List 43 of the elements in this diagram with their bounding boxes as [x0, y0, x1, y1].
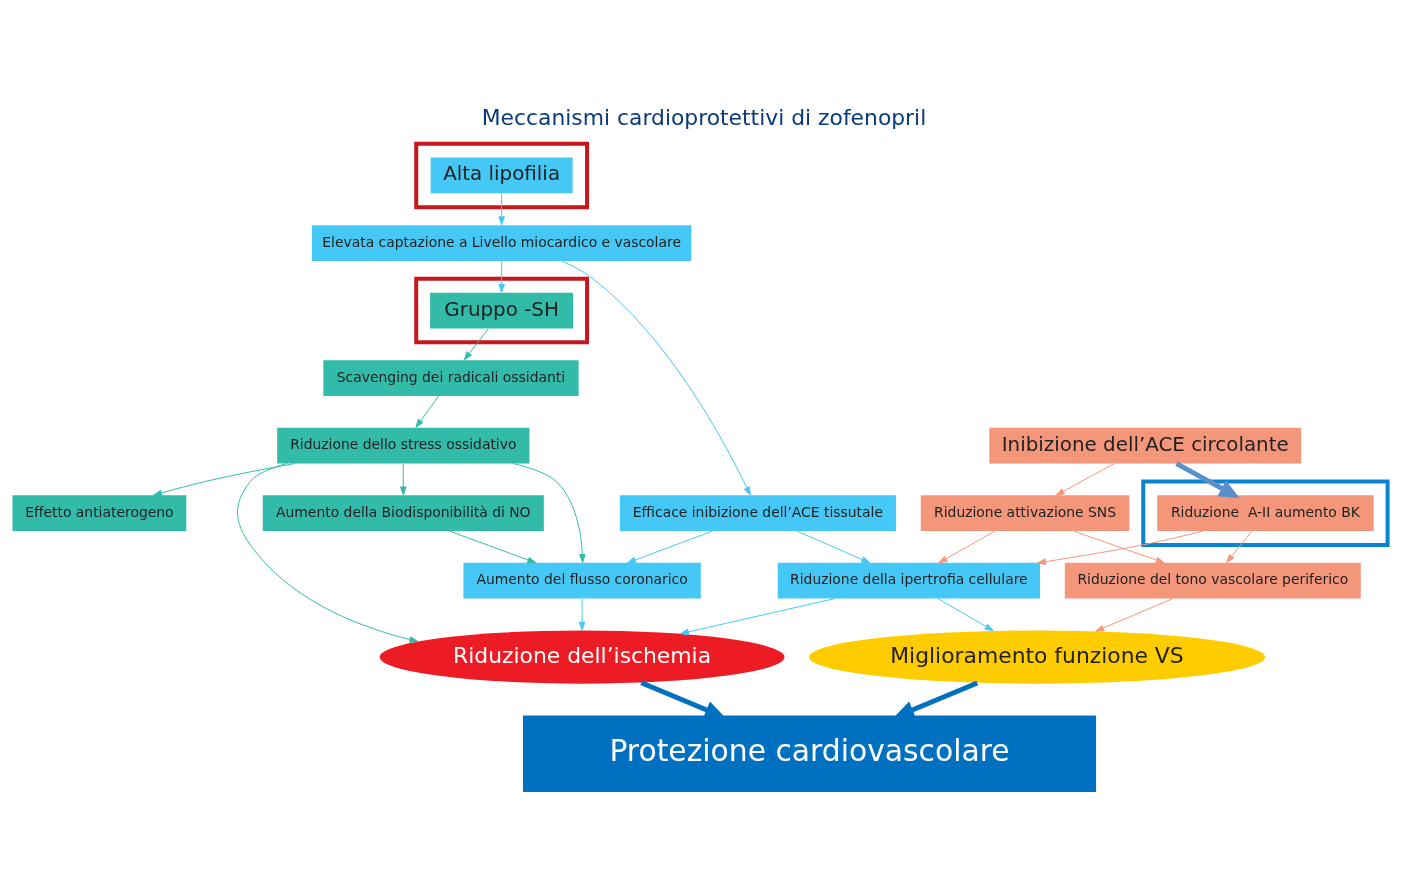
arrow	[449, 530, 537, 563]
node-box: Riduzione dello stress ossidativo	[277, 427, 530, 463]
arrow	[400, 462, 407, 495]
arrow	[561, 260, 751, 496]
diagram-title: Meccanismi cardioprotettivi di zofenopril	[481, 104, 927, 130]
node-ellipse: Miglioramento funzione VS	[808, 630, 1266, 684]
arrow	[1073, 530, 1165, 563]
arrow	[1175, 461, 1240, 498]
node-box: Riduzione del tono vascolare periferico	[1064, 562, 1361, 599]
node-box: Aumento della Biodisponibilità di NO	[262, 494, 544, 531]
arrow	[463, 327, 489, 360]
arrow	[578, 597, 586, 631]
node-box: Aumento del flusso coronarico	[463, 562, 701, 599]
arrow	[937, 597, 994, 631]
arrow	[498, 260, 505, 293]
node-box: Alta lipofilia	[430, 157, 573, 193]
node-box: Inibizione dell’ACE circolante	[989, 427, 1302, 463]
arrow	[680, 597, 835, 635]
arrow	[153, 462, 296, 496]
arrow	[237, 462, 419, 643]
arrow	[513, 462, 586, 563]
arrow	[796, 530, 871, 563]
node-box: Riduzione della ipertrofia cellulare	[777, 562, 1040, 599]
arrow	[1226, 530, 1253, 563]
arrow	[498, 192, 505, 225]
arrow	[938, 530, 996, 563]
cluster	[414, 276, 590, 344]
node-box: Gruppo -SH	[430, 292, 574, 328]
arrow	[415, 395, 439, 428]
arrow	[627, 530, 713, 563]
node-box: Riduzione A-II aumento BK	[1157, 494, 1374, 531]
arrow	[1037, 530, 1204, 565]
arrow	[1095, 597, 1173, 632]
node-box: Riduzione attivazione SNS	[920, 494, 1130, 531]
arrow	[893, 680, 979, 718]
node-box: Protezione cardiovascolare	[523, 715, 1097, 792]
arrow	[1055, 462, 1115, 496]
arrow	[640, 679, 726, 718]
cluster	[414, 141, 590, 209]
node-box: Scavenging dei radicali ossidanti	[323, 359, 579, 396]
node-box: Elevata captazione a Livello miocardico e vascolare	[311, 224, 692, 261]
node-box: Effetto antiaterogeno	[12, 494, 187, 531]
node-box: Efficace inibizione dell’ACE tissutale	[619, 494, 896, 531]
